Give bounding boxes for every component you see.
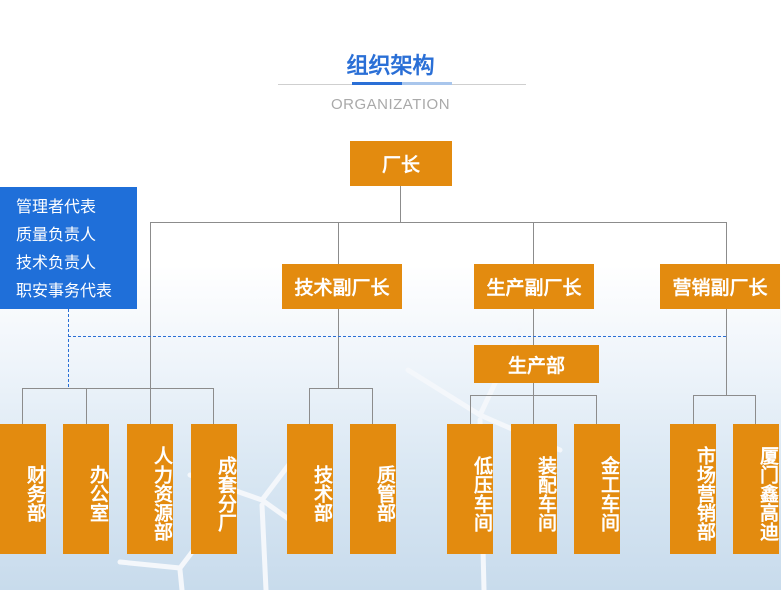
technical-vice-director-box: 技术副厂长: [282, 264, 402, 309]
connector-line: [596, 395, 597, 424]
connector-line: [470, 395, 471, 424]
representative-line: 质量负责人: [16, 225, 97, 244]
page-subtitle: ORGANIZATION: [330, 96, 451, 113]
department-box: 成套分厂: [191, 424, 237, 554]
connector-line: [338, 309, 339, 388]
connector-line: [726, 309, 727, 395]
representatives-box: 管理者代表 质量负责人 技术负责人 职安事务代表: [0, 187, 137, 309]
department-box: 财务部: [0, 424, 46, 554]
connector-line: [755, 395, 756, 424]
representative-line: 技术负责人: [16, 253, 97, 272]
connector-line: [372, 388, 373, 424]
connector-line: [309, 388, 373, 389]
dashed-connector: [68, 309, 69, 387]
connector-line: [533, 383, 534, 395]
connector-line: [400, 186, 401, 222]
production-vice-director-box: 生产副厂长: [474, 264, 594, 309]
connector-line: [533, 395, 534, 424]
title-underline-accent: [352, 82, 402, 85]
representative-line: 管理者代表: [16, 197, 97, 216]
department-box: 技术部: [287, 424, 333, 554]
connector-line: [693, 395, 756, 396]
connector-line: [338, 222, 339, 264]
department-box: 厦门鑫高迪: [733, 424, 779, 554]
connector-line: [693, 395, 694, 424]
department-box: 金工车间: [574, 424, 620, 554]
marketing-vice-director-box: 营销副厂长: [660, 264, 780, 309]
connector-line: [22, 388, 214, 389]
connector-line: [726, 222, 727, 264]
department-box: 装配车间: [511, 424, 557, 554]
director-box: 厂长: [350, 141, 452, 186]
connector-line: [22, 388, 23, 424]
connector-line: [533, 222, 534, 264]
department-box: 质管部: [350, 424, 396, 554]
page-title: 组织架构: [346, 54, 435, 79]
connector-line: [213, 388, 214, 424]
department-box: 低压车间: [447, 424, 493, 554]
connector-line: [309, 388, 310, 424]
connector-line: [150, 222, 151, 388]
department-box: 人力资源部: [127, 424, 173, 554]
title-underline-accent-light: [402, 82, 452, 85]
connector-line: [150, 222, 727, 223]
representative-line: 职安事务代表: [16, 281, 113, 300]
connector-line: [86, 388, 87, 424]
department-box: 办公室: [63, 424, 109, 554]
connector-line: [150, 388, 151, 424]
dashed-connector: [68, 336, 726, 337]
production-department-box: 生产部: [474, 345, 599, 383]
connector-line: [533, 309, 534, 345]
department-box: 市场营销部: [670, 424, 716, 554]
